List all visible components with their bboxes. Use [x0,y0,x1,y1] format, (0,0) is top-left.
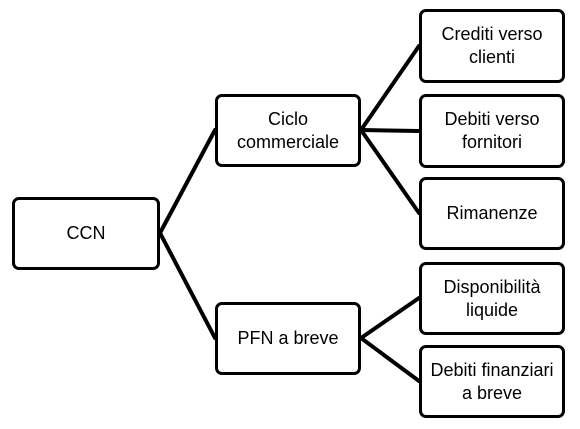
connector-pfn-to-debiti-finanziari [359,336,421,383]
node-rimanenze: Rimanenze [419,177,565,250]
node-disponibilita-liquide: Disponibilità liquide [419,262,565,335]
node-ciclo-commerciale: Ciclo commerciale [215,94,361,167]
node-crediti-verso-clienti: Crediti verso clienti [419,9,565,83]
connector-ciclo-to-debiti-fornitori [359,128,421,133]
connector-ciclo-to-crediti [359,44,421,132]
connector-root-to-ciclo-commerciale [158,128,217,235]
connector-ciclo-to-rimanenze [359,128,421,215]
node-ccn: CCN [12,197,160,270]
node-debiti-finanziari-a-breve: Debiti finanziari a breve [419,345,565,418]
connector-root-to-pfn-a-breve [158,231,217,340]
node-pfn-a-breve: PFN a breve [215,302,361,375]
node-debiti-verso-fornitori: Debiti verso fornitori [419,94,565,168]
connector-pfn-to-disponibilita [359,296,421,340]
